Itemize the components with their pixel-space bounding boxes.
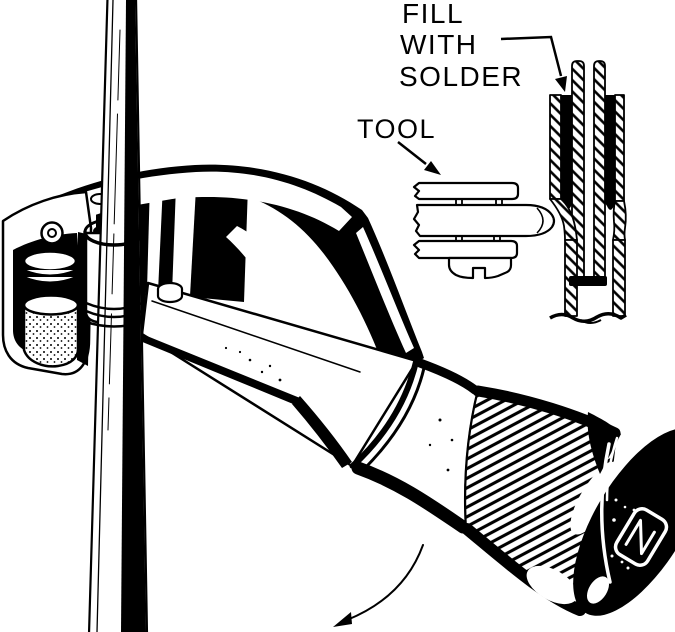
housing-rivet-center [47, 228, 57, 238]
sleeve-transition-right [612, 200, 627, 241]
knurl-cap-shadow [587, 412, 621, 474]
knurl-highlight-lower [526, 565, 578, 605]
inner-tube-wall-right [593, 60, 606, 281]
rotation-arrowhead-icon [333, 612, 352, 627]
tube-shade-stripe [121, 0, 146, 632]
tool-tip-curve [536, 207, 544, 234]
collar-ring-line-2 [84, 309, 144, 319]
callout-fill-with-solder: FILL WITH SOLDER [399, 0, 567, 92]
label-solder: SOLDER [399, 61, 523, 92]
outer-sleeve-wall-right [614, 94, 625, 202]
frame-top-face [8, 171, 352, 243]
tube-lower-wall-right [612, 239, 626, 317]
feed-bar-shadow [140, 334, 300, 406]
bore-break-arc [580, 319, 602, 324]
bell-top-band [415, 358, 480, 395]
solder-joint-cross-section [549, 60, 627, 324]
knurl-bottom-band [461, 523, 586, 616]
bell-bottom-band [351, 461, 470, 534]
bell-speckles [428, 418, 454, 472]
callout-tool: TOOL [357, 114, 441, 175]
tool-screw-tip [412, 203, 556, 238]
collar-ring-line [84, 301, 144, 311]
tool-lower-disc [412, 239, 519, 260]
swaging-tool-detail [412, 181, 556, 280]
label-fill: FILL [402, 0, 464, 29]
solder-leader-arrowhead-icon [555, 76, 567, 92]
solder-leader-line [500, 35, 563, 77]
collar-rim-front [83, 230, 145, 247]
tube-inner-line-2 [107, 29, 121, 431]
solder-fill-left [561, 95, 572, 210]
back-shading-highlight [172, 186, 196, 296]
tool-screw-head [447, 256, 513, 280]
knob-ring-groove-2 [360, 366, 426, 473]
feed-bar-edge-line [151, 300, 361, 373]
cap-bottom-highlight [586, 576, 610, 604]
upper-roller-grooves [23, 260, 77, 285]
frame-outer-face [356, 227, 414, 353]
tool-leader-arrowhead-icon [424, 161, 441, 175]
collar-bottom-edge [84, 320, 144, 328]
label-tool: TOOL [357, 114, 436, 144]
lower-roller-top [22, 294, 80, 316]
upper-roller [22, 250, 78, 272]
tool-stem-lines-2 [455, 236, 501, 241]
cap-highlight-arc [600, 442, 612, 584]
inner-tube-end [569, 276, 607, 286]
tool-top-disc [412, 181, 520, 201]
outer-sleeve-wall-left [549, 94, 562, 200]
brand-badge [613, 507, 669, 567]
feed-bar-speckles [224, 346, 282, 382]
tool-leader-line [397, 141, 427, 165]
cap-highlight-arc-2 [605, 436, 619, 502]
roller-gap-shadow [24, 284, 76, 298]
solder-fill-right [605, 95, 615, 210]
label-with: WITH [400, 29, 478, 60]
feed-bar-pin-side [156, 287, 184, 304]
tube-break-line [549, 312, 627, 323]
tool-stem-lines [455, 199, 503, 205]
knob-ring-groove [349, 357, 419, 469]
rotation-direction-arrow [333, 544, 424, 627]
back-shading-highlight [147, 182, 163, 292]
shaft-under-shadow [292, 396, 352, 468]
